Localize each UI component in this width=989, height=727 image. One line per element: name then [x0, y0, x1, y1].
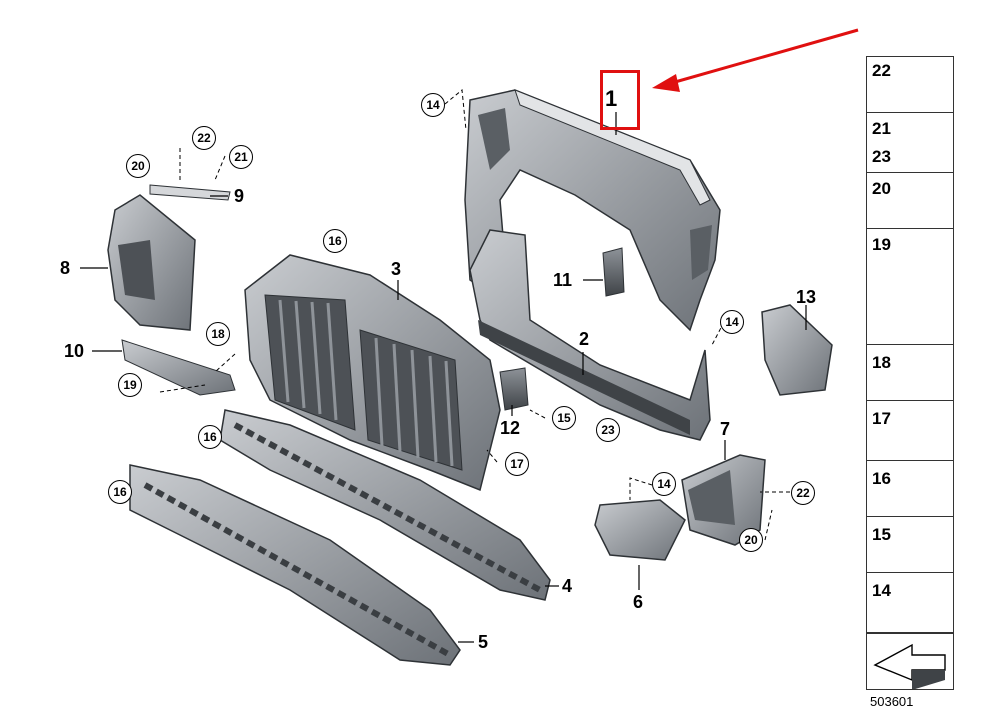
legend-number-17: 17	[872, 409, 891, 428]
circled-16-top: 16	[323, 229, 347, 253]
circled-23: 23	[596, 418, 620, 442]
legend-cell-22: 22	[866, 56, 954, 114]
legend-number-16: 16	[872, 469, 891, 488]
legend-number-23: 23	[872, 147, 891, 166]
circled-22-right: 22	[791, 481, 815, 505]
callout-11: 11	[553, 270, 573, 290]
part-7-duct	[681, 454, 766, 546]
legend-cell-14: 14	[866, 572, 954, 634]
view-arrow-icon	[873, 643, 946, 690]
circled-22-top: 22	[192, 126, 216, 150]
legend-number-19: 19	[872, 235, 891, 254]
circled-14-right: 14	[720, 310, 744, 334]
callout-1: 1	[605, 86, 618, 111]
circled-16-mid: 16	[198, 425, 222, 449]
leader-lines	[80, 112, 807, 643]
callout-4: 4	[562, 576, 573, 596]
part-11-bracket	[602, 247, 625, 297]
red-arrow	[652, 28, 859, 92]
part-6-duct	[594, 499, 686, 561]
diagram-reference-number: 503601	[870, 694, 914, 709]
part-8-side-duct	[107, 194, 196, 331]
legend-number-18: 18	[872, 353, 891, 372]
circled-16-lower: 16	[108, 480, 132, 504]
circled-21: 21	[229, 145, 253, 169]
circled-17: 17	[505, 452, 529, 476]
callout-5: 5	[478, 632, 489, 652]
part-4-air-duct	[219, 409, 551, 601]
legend-number-20: 20	[872, 179, 891, 198]
callout-9: 9	[234, 186, 245, 206]
callout-6: 6	[633, 592, 644, 612]
legend-number-15: 15	[872, 525, 891, 544]
legend-number-21: 21	[872, 119, 891, 138]
legend-cell-16: 16	[866, 460, 954, 518]
part-10-bracket	[121, 339, 236, 396]
dashed-leaders	[159, 89, 790, 541]
legend-cell-15: 15	[866, 516, 954, 574]
legend-cell-17: 17	[866, 400, 954, 462]
circled-19: 19	[118, 373, 142, 397]
callout-10: 10	[64, 341, 85, 361]
part-13-side-piece	[761, 304, 833, 396]
callout-13: 13	[796, 287, 817, 307]
callout-12: 12	[500, 418, 521, 438]
legend-number-22: 22	[872, 61, 891, 80]
circled-20-top: 20	[126, 154, 150, 178]
legend-cell-20: 20	[866, 172, 954, 230]
part-5-air-duct	[129, 464, 461, 666]
callout-3: 3	[391, 259, 402, 279]
callout-7: 7	[720, 419, 731, 439]
circled-20-lower: 20	[739, 528, 763, 552]
legend-number-14: 14	[872, 581, 891, 600]
callout-8: 8	[60, 258, 71, 278]
part-3-grille-carrier	[244, 254, 501, 492]
legend-cell-view-arrow	[866, 632, 954, 690]
part-9-bracket	[149, 184, 231, 201]
part-2-lower-frame	[469, 229, 711, 441]
part-1-frame	[464, 89, 721, 332]
legend-cell-18: 18	[866, 344, 954, 402]
highlight-box	[600, 70, 640, 130]
callout-2: 2	[579, 329, 590, 349]
circled-14-lower: 14	[652, 472, 676, 496]
legend-cell-21-23: 21 23	[866, 112, 954, 174]
circled-18: 18	[206, 322, 230, 346]
circled-14-top: 14	[421, 93, 445, 117]
legend-cell-19: 19	[866, 228, 954, 346]
circled-15: 15	[552, 406, 576, 430]
part-12-bracket	[499, 367, 529, 411]
